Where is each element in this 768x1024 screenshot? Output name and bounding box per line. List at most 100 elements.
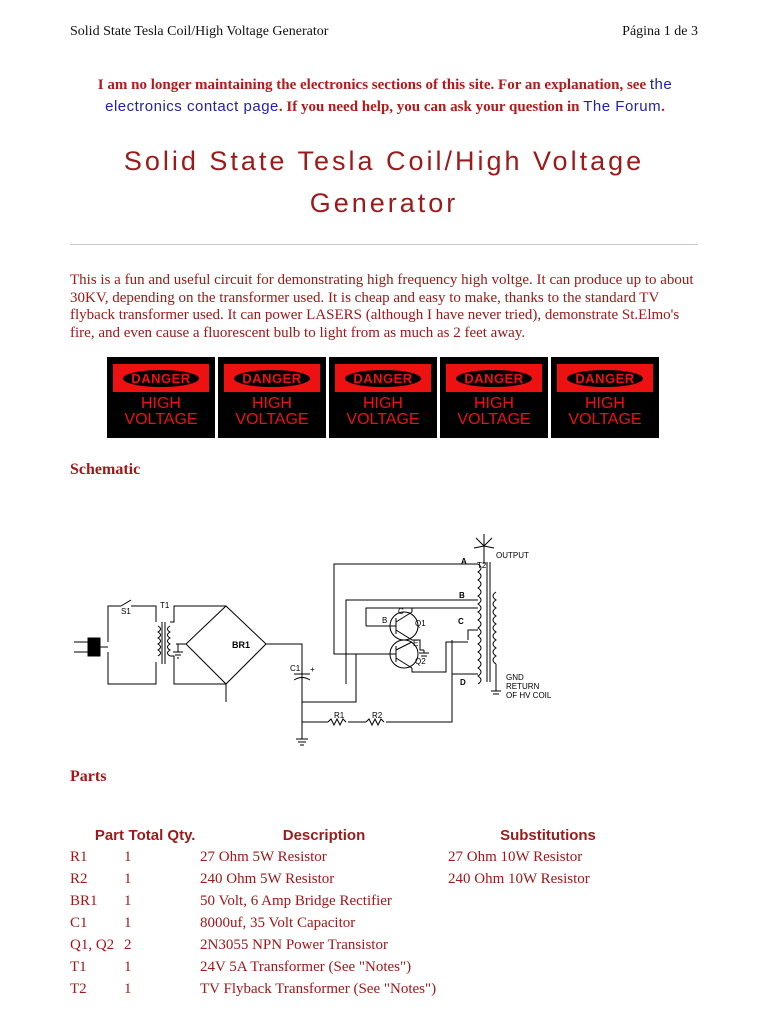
- part-cell: BR1: [70, 892, 98, 909]
- label-collector: C: [398, 607, 404, 616]
- ground-icon: [296, 734, 308, 746]
- bridge-rectifier: [185, 605, 267, 685]
- table-row: C1 1 8000uf, 35 Volt Capacitor: [70, 912, 648, 934]
- danger-bar: DANGER: [446, 364, 542, 392]
- description-cell: 8000uf, 35 Volt Capacitor: [200, 914, 356, 931]
- substitution-cell: 240 Ohm 10W Resistor: [448, 870, 590, 887]
- danger-label: DANGER: [567, 369, 643, 387]
- description-cell: 27 Ohm 5W Resistor: [200, 848, 327, 865]
- power-plug-icon: [74, 637, 108, 657]
- label-emitter: E: [413, 639, 418, 648]
- parts-table-header: Part Total Qty. Description Substitution…: [70, 824, 648, 846]
- notice-text-1: I am no longer maintaining the electroni…: [97, 77, 650, 93]
- notice-text-2: . If you need help, you can ask your que…: [278, 99, 584, 115]
- ground-icon: [173, 644, 183, 659]
- substitution-cell: [448, 978, 648, 1000]
- high-text: HIGH: [140, 395, 181, 412]
- label-q1: Q1: [415, 619, 426, 628]
- danger-label: DANGER: [456, 369, 532, 387]
- parts-table: Part Total Qty. Description Substitution…: [70, 824, 648, 1000]
- label-base: B: [382, 616, 387, 625]
- table-row: BR1 1 50 Volt, 6 Amp Bridge Rectifier: [70, 890, 648, 912]
- label-gnd-3: OF HV COIL: [506, 691, 552, 700]
- substitution-cell: [448, 912, 648, 934]
- part-cell: T1: [70, 958, 87, 975]
- part-cell: T2: [70, 980, 87, 997]
- header-qty: Total Qty.: [128, 826, 196, 844]
- label-gnd-1: GND: [506, 673, 524, 682]
- label-c: C: [458, 617, 464, 626]
- danger-bar: DANGER: [113, 364, 209, 392]
- description-cell: TV Flyback Transformer (See "Notes"): [200, 980, 437, 997]
- qty-cell: 1: [124, 914, 132, 931]
- danger-label: DANGER: [345, 369, 421, 387]
- label-gnd-2: RETURN: [506, 682, 540, 691]
- description-cell: 240 Ohm 5W Resistor: [200, 870, 335, 887]
- high-text: HIGH: [251, 395, 292, 412]
- voltage-text: VOLTAGE: [568, 411, 642, 428]
- label-r2: R2: [372, 711, 383, 720]
- schematic-diagram: S1 T1 BR1 C1 + R1 R2 T2 OUTPUT A B C D Q…: [74, 534, 552, 746]
- page-header-title: Solid State Tesla Coil/High Voltage Gene…: [70, 24, 329, 39]
- high-text: HIGH: [473, 395, 514, 412]
- maintenance-notice: I am no longer maintaining the electroni…: [70, 74, 700, 118]
- page-number: Página 1 de 3: [622, 24, 698, 39]
- table-row: R2 1 240 Ohm 5W Resistor 240 Ohm 10W Resist…: [70, 868, 648, 890]
- high-text: HIGH: [362, 395, 403, 412]
- description-cell: 50 Volt, 6 Amp Bridge Rectifier: [200, 892, 392, 909]
- schematic-heading: Schematic: [70, 461, 141, 478]
- danger-bar: DANGER: [557, 364, 653, 392]
- header-substitutions: Substitutions: [500, 826, 596, 844]
- electronics-contact-link[interactable]: the electronics contact page: [105, 76, 673, 115]
- part-cell: R1: [70, 848, 88, 865]
- horizontal-rule: [70, 244, 698, 245]
- danger-bar: DANGER: [224, 364, 320, 392]
- qty-cell: 1: [124, 892, 132, 909]
- qty-cell: 1: [124, 958, 132, 975]
- description-cell: 2N3055 NPN Power Transistor: [200, 936, 388, 953]
- label-t2: T2: [477, 561, 487, 570]
- part-cell: R2: [70, 870, 88, 887]
- page-title: Solid State Tesla Coil/High Voltage Gene…: [123, 146, 645, 218]
- substitution-cell: [448, 890, 648, 912]
- voltage-text: VOLTAGE: [346, 411, 420, 428]
- qty-cell: 1: [124, 980, 132, 997]
- spark-icon: [473, 534, 495, 564]
- label-br1: BR1: [232, 640, 250, 650]
- parts-heading: Parts: [70, 768, 107, 785]
- table-row: T2 1 TV Flyback Transformer (See "Notes"): [70, 978, 648, 1000]
- label-q2: Q2: [415, 657, 426, 666]
- notice-text-3: .: [661, 99, 665, 115]
- label-s1: S1: [121, 607, 131, 616]
- header-description: Description: [282, 826, 366, 844]
- label-a: A: [461, 557, 467, 566]
- header-part: Part: [94, 826, 124, 844]
- label-b: B: [459, 591, 465, 600]
- qty-cell: 1: [124, 870, 132, 887]
- substitution-cell: [448, 934, 648, 956]
- danger-label: DANGER: [234, 369, 310, 387]
- label-t1: T1: [160, 601, 170, 610]
- label-d: D: [460, 678, 466, 687]
- qty-cell: 1: [124, 848, 132, 865]
- ground-icon: [491, 688, 501, 695]
- substitution-cell: [448, 956, 648, 978]
- forum-link[interactable]: The Forum: [583, 98, 662, 115]
- part-cell: C1: [70, 914, 88, 931]
- danger-label: DANGER: [123, 369, 199, 387]
- resistor-r2: [365, 717, 385, 727]
- voltage-text: VOLTAGE: [124, 411, 198, 428]
- resistor-r1: [327, 717, 347, 727]
- voltage-text: VOLTAGE: [457, 411, 531, 428]
- danger-bar: DANGER: [335, 364, 431, 392]
